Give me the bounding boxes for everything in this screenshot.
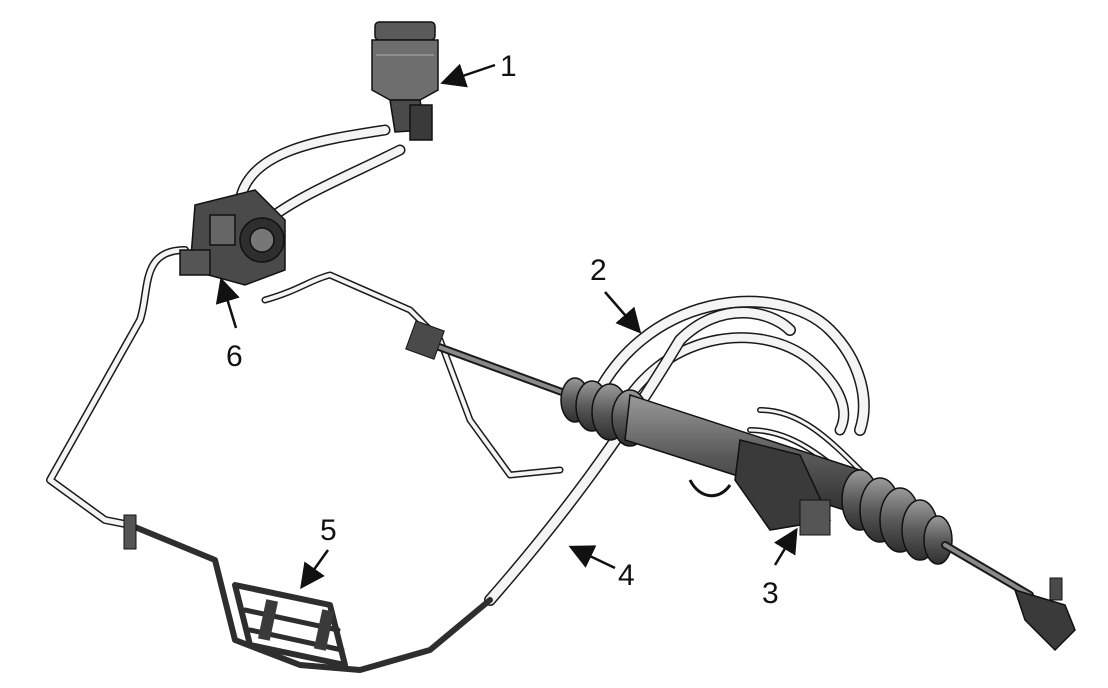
left-return-hose [46, 246, 189, 529]
callout-2: 2 [590, 254, 607, 287]
cooler-assembly [123, 514, 493, 673]
arrow-2 [604, 291, 642, 334]
callout-arrows [215, 63, 798, 590]
hose-group [46, 124, 883, 606]
pump [179, 189, 286, 286]
reservoir [371, 21, 439, 141]
steering-rack [405, 320, 1076, 652]
callout-4: 4 [618, 559, 635, 592]
callout-6: 6 [226, 340, 243, 373]
arrow-6 [215, 277, 240, 329]
arrow-3 [773, 527, 798, 566]
arrow-5 [300, 549, 330, 590]
callout-labels: 1 2 3 4 5 6 [226, 50, 779, 610]
arrow-1 [440, 63, 496, 88]
callout-3: 3 [762, 577, 779, 610]
arrow-4 [568, 545, 616, 570]
callout-5: 5 [320, 514, 337, 547]
callout-1: 1 [500, 50, 517, 83]
